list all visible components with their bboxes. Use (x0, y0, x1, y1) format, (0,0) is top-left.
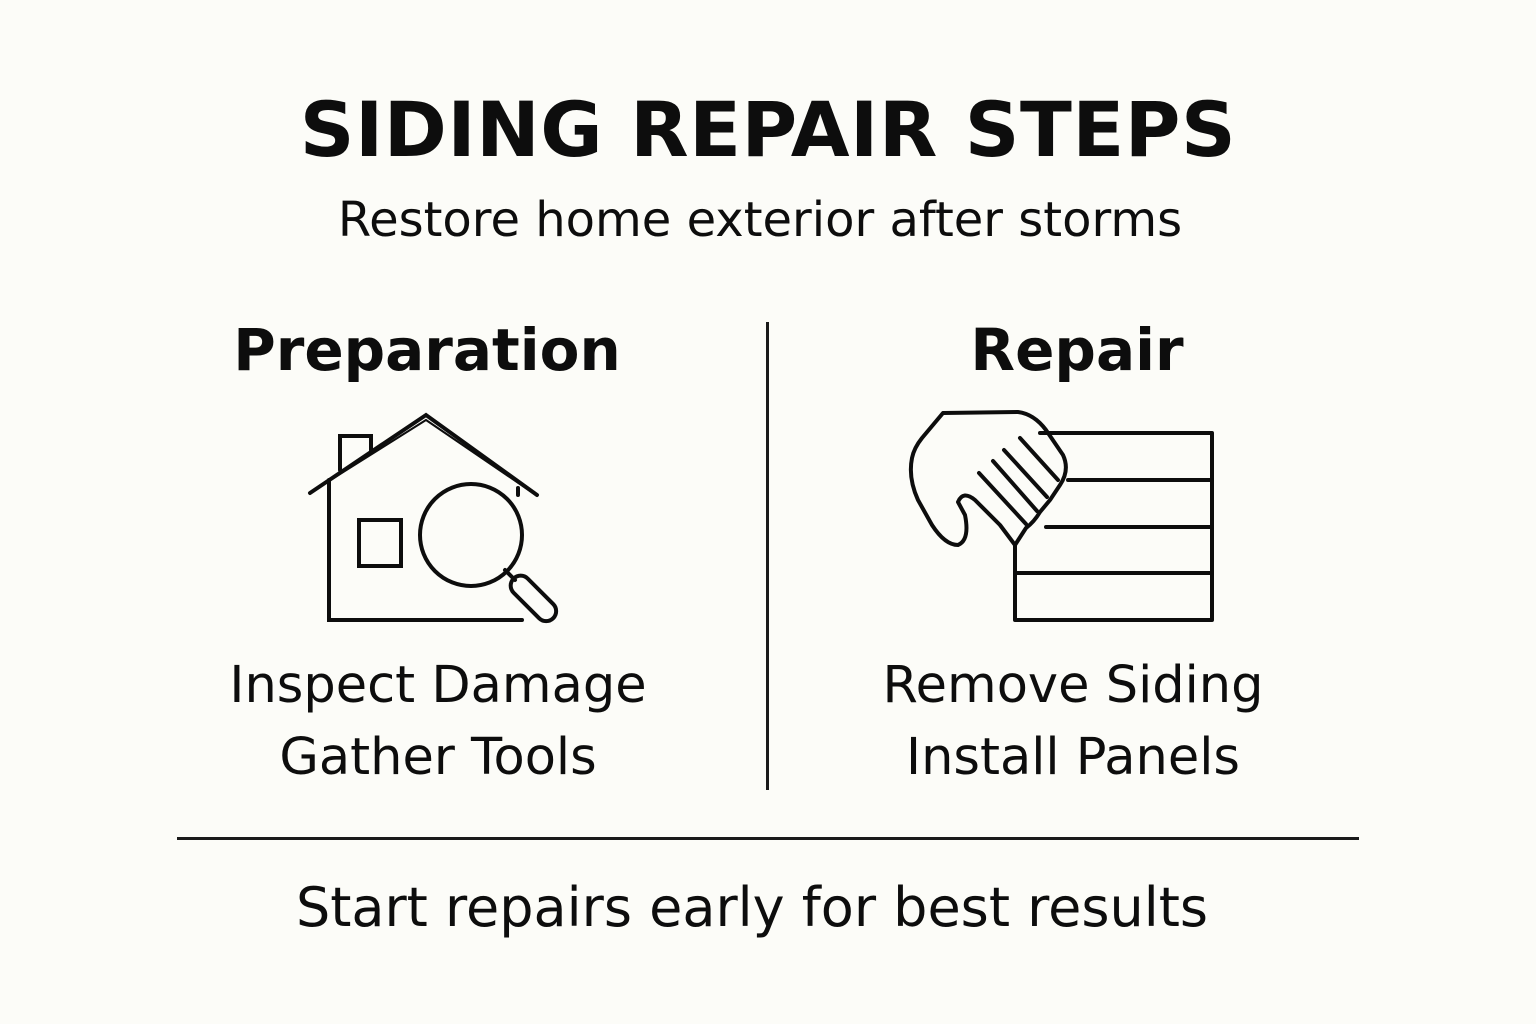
hand-siding-panel-icon (908, 410, 1214, 622)
preparation-heading: Preparation (233, 316, 621, 384)
footer-tip: Start repairs early for best results (295, 876, 1209, 939)
step-install-panels: Install Panels (906, 728, 1240, 787)
page-title: SIDING REPAIR STEPS (299, 85, 1237, 174)
footer-divider (177, 837, 1359, 840)
step-remove-siding: Remove Siding (882, 656, 1264, 715)
step-gather-tools: Gather Tools (279, 728, 597, 787)
house-magnifier-icon (308, 412, 559, 624)
column-divider (766, 322, 769, 790)
step-inspect-damage: Inspect Damage (229, 656, 647, 715)
page-subtitle: Restore home exterior after storms (337, 192, 1183, 248)
repair-heading: Repair (970, 316, 1184, 384)
